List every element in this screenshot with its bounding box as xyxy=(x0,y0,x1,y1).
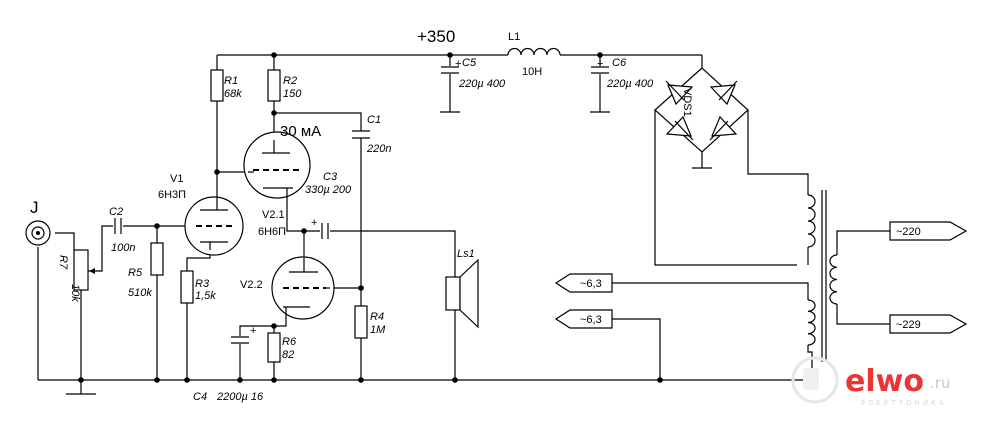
tube-v21 xyxy=(243,131,311,199)
watermark-plug-icon xyxy=(803,368,819,390)
ls1-ref: Ls1 xyxy=(457,248,475,260)
r6-ref: R6 xyxy=(282,336,297,348)
c1-value: 220n xyxy=(366,143,391,155)
bridge-rectifier xyxy=(654,67,749,153)
r7-ref: R7 xyxy=(57,255,69,270)
r1-value: 68k xyxy=(224,88,242,100)
watermark-tld: .ru xyxy=(930,374,950,392)
c3-ref: C3 xyxy=(323,171,338,183)
capacitor-c2 xyxy=(114,218,122,234)
mains-out-label: ~229 xyxy=(896,319,921,331)
r2-value: 150 xyxy=(283,88,302,100)
c1-ref: C1 xyxy=(367,114,381,126)
watermark-logo: elwo .ru ЭЛЕКТРОНИКА xyxy=(791,356,950,407)
heater-b-label: ~6,3 xyxy=(580,314,602,326)
input-jack-label: J xyxy=(30,198,39,217)
power-transformer xyxy=(807,190,838,362)
capacitor-c1 xyxy=(352,130,370,139)
capacitor-c3 xyxy=(321,223,329,239)
polarity-mark-c5: + xyxy=(455,58,461,70)
c5-ref: C5 xyxy=(462,57,477,69)
resistor-r4 xyxy=(354,305,368,339)
watermark-ring-icon xyxy=(791,356,839,404)
polarity-mark-c6: + xyxy=(597,58,603,70)
capacitor-c6 xyxy=(591,66,609,74)
watermark-brand: elwo xyxy=(845,364,924,399)
polarity-mark-c4: + xyxy=(250,325,256,337)
r4-value: 1M xyxy=(370,324,386,336)
r3-value: 1,5k xyxy=(195,290,216,302)
tube-v22 xyxy=(271,256,335,320)
wires xyxy=(37,54,890,395)
anode-current-label: 30 мА xyxy=(280,123,321,140)
capacitor-c5 xyxy=(441,66,459,74)
r6-value: 82 xyxy=(282,349,294,361)
r3-ref: R3 xyxy=(195,278,210,290)
terminal-heater-a xyxy=(554,273,613,293)
l1-ref: L1 xyxy=(508,31,520,43)
watermark-subtitle: ЭЛЕКТРОНИКА xyxy=(860,399,947,407)
l1-value: 10H xyxy=(522,66,542,78)
r5-value: 510k xyxy=(128,287,152,299)
resistor-r6 xyxy=(267,332,281,363)
resistor-r5 xyxy=(150,242,164,276)
junction-dots xyxy=(78,52,663,383)
terminal-mains-in xyxy=(889,221,968,241)
r4-ref: R4 xyxy=(370,311,384,323)
resistor-r3 xyxy=(180,270,194,304)
r5-ref: R5 xyxy=(128,267,143,279)
c2-ref: C2 xyxy=(109,206,123,218)
c4-ref: C4 xyxy=(193,391,207,403)
c4-value: 2200µ 16 xyxy=(216,391,264,403)
vds-ref: VDS1 xyxy=(681,88,693,117)
c2-value: 100n xyxy=(111,242,135,254)
v21-value: 6Н6П xyxy=(258,226,286,238)
v1-value: 6Н3П xyxy=(158,189,186,201)
r1-ref: R1 xyxy=(224,75,238,87)
inductor-l1 xyxy=(507,47,561,56)
supply-voltage-label: +350 xyxy=(417,27,455,46)
potentiometer-r7 xyxy=(73,249,100,291)
polarity-mark-c3: + xyxy=(311,217,317,229)
resistor-r2 xyxy=(267,69,281,102)
speaker-ls1 xyxy=(445,258,479,329)
input-jack xyxy=(25,220,51,246)
c6-ref: C6 xyxy=(612,57,627,69)
c5-value: 220µ 400 xyxy=(458,78,506,90)
v21-ref: V2.1 xyxy=(262,209,285,221)
c3-value: 330µ 200 xyxy=(305,184,352,196)
r2-ref: R2 xyxy=(283,75,297,87)
tube-v1 xyxy=(184,196,244,256)
v22-ref: V2.2 xyxy=(240,279,263,291)
v1-ref: V1 xyxy=(170,173,183,185)
c6-value: 220µ 400 xyxy=(606,78,654,90)
terminal-mains-out xyxy=(889,314,968,334)
mains-in-label: ~220 xyxy=(896,226,921,238)
r7-value: 10k xyxy=(69,284,81,302)
resistor-r1 xyxy=(210,69,224,102)
terminal-heater-b xyxy=(554,309,613,329)
capacitor-c4 xyxy=(231,336,249,344)
heater-a-label: ~6,3 xyxy=(580,278,602,290)
